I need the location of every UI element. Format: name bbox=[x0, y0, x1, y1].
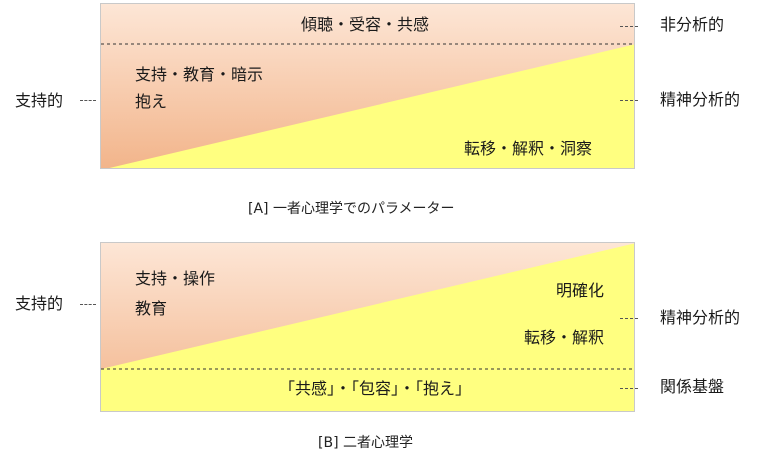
diagram-a-right-label-top: 非分析的 bbox=[660, 15, 725, 34]
leader-line bbox=[620, 318, 638, 319]
leader-line bbox=[620, 100, 638, 101]
diagram-b-left-label: 支持的 bbox=[15, 294, 64, 313]
diagram-b-caption: [B] 二者心理学 bbox=[318, 435, 413, 451]
diagram-b-graphic bbox=[101, 243, 634, 411]
diagram-b-right-label-mid: 精神分析的 bbox=[660, 308, 741, 327]
diagram-a-caption: [A] 一者心理学でのパラメーター bbox=[248, 201, 455, 217]
right-label-1: 明確化 bbox=[556, 281, 605, 300]
diagram-a-graphic bbox=[101, 4, 634, 168]
right-label-2: 転移・解釈 bbox=[524, 328, 605, 347]
lower-right-label: 転移・解釈・洞察 bbox=[464, 139, 593, 158]
analytic-region bbox=[109, 44, 634, 168]
bottom-band-label: 「共感」・「包容」・「抱え」 bbox=[279, 379, 472, 398]
upper-left-label-1: 支持・教育・暗示 bbox=[135, 65, 264, 84]
diagram-a-box: 傾聴・受容・共感 支持・教育・暗示 抱え 転移・解釈・洞察 bbox=[100, 3, 635, 169]
diagram-a-right-label-mid: 精神分析的 bbox=[660, 90, 741, 109]
leader-line bbox=[620, 388, 638, 389]
top-band-label: 傾聴・受容・共感 bbox=[301, 15, 430, 34]
diagram-b-right-label-bottom: 関係基盤 bbox=[660, 377, 725, 396]
upper-left-label-2: 抱え bbox=[135, 92, 168, 111]
diagram-a-left-label: 支持的 bbox=[15, 91, 64, 110]
leader-line bbox=[620, 26, 638, 27]
diagram-b-box: 支持・操作 教育 明確化 転移・解釈 「共感」・「包容」・「抱え」 bbox=[100, 242, 635, 412]
upper-left-label-2: 教育 bbox=[135, 299, 168, 318]
upper-left-label-1: 支持・操作 bbox=[135, 269, 216, 288]
leader-line bbox=[80, 304, 96, 305]
leader-line bbox=[80, 100, 96, 101]
